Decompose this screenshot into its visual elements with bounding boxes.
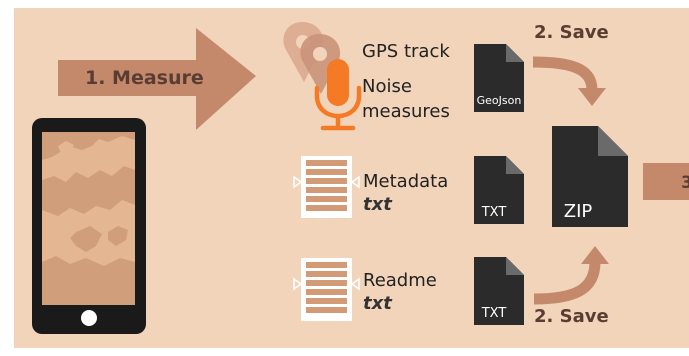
measure-arrow: 1. Measure bbox=[58, 28, 256, 130]
txt-metadata-file-label: TXT bbox=[481, 205, 507, 220]
metadata-label: Metadata bbox=[363, 171, 448, 192]
txt-readme-file-label: TXT bbox=[481, 306, 507, 321]
metadata-format-label: txt bbox=[363, 194, 393, 215]
gps-track-label: GPS track bbox=[362, 41, 450, 62]
save-step-label-top: 2. Save bbox=[534, 22, 609, 43]
geojson-file-icon: GeoJson bbox=[474, 44, 524, 112]
save-arrow-top bbox=[532, 56, 606, 106]
smartphone-icon bbox=[32, 118, 146, 334]
zip-file-icon: ZIP bbox=[552, 126, 628, 227]
metadata-document-icon bbox=[293, 156, 360, 218]
save-step-label-bottom: 2. Save bbox=[534, 306, 609, 327]
next-step-label: 3 bbox=[681, 173, 689, 193]
txt-readme-file-icon: TXT bbox=[474, 257, 524, 325]
noise-label-line2: measures bbox=[362, 101, 450, 122]
save-arrow-bottom bbox=[533, 246, 609, 305]
microphone-icon bbox=[314, 59, 362, 131]
readme-format-label: txt bbox=[363, 293, 393, 314]
phone-home-button bbox=[81, 310, 97, 326]
readme-label: Readme bbox=[363, 270, 437, 291]
txt-metadata-file-icon: TXT bbox=[474, 156, 524, 224]
gps-pin-icon bbox=[283, 22, 341, 94]
measure-step-label: 1. Measure bbox=[85, 67, 204, 89]
map-icon bbox=[42, 132, 135, 305]
next-step-arrow: 3 bbox=[643, 163, 689, 200]
noise-label-line1: Noise bbox=[362, 76, 412, 97]
geojson-file-label: GeoJson bbox=[477, 94, 522, 107]
zip-file-label: ZIP bbox=[564, 201, 593, 222]
readme-document-icon bbox=[293, 258, 360, 321]
